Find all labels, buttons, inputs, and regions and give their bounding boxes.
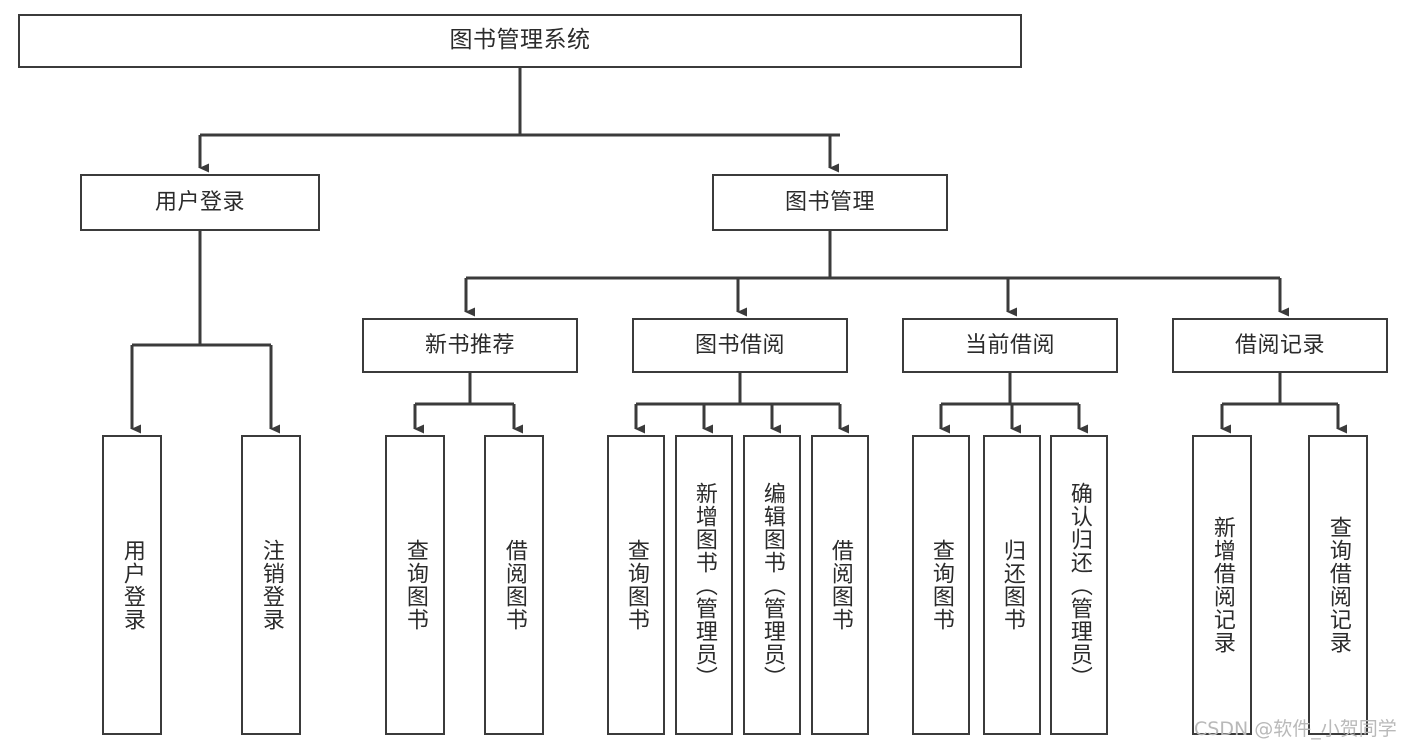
node-leaf-confirm-return-admin[interactable]: 确认归还（管理员） — [1050, 435, 1108, 735]
node-leaf-add-book-admin-label: 新增图书（管理员） — [691, 481, 717, 689]
node-leaf-borrow-book-2-label: 借阅图书 — [827, 539, 853, 631]
node-leaf-user-logout-label: 注销登录 — [258, 539, 284, 631]
node-leaf-confirm-return-admin-label: 确认归还（管理员） — [1066, 481, 1092, 689]
node-leaf-query-book-3-label: 查询图书 — [928, 539, 954, 631]
node-current-borrow[interactable]: 当前借阅 — [902, 318, 1118, 373]
node-leaf-borrow-book-1[interactable]: 借阅图书 — [484, 435, 544, 735]
node-current-borrow-label: 当前借阅 — [964, 332, 1055, 358]
node-leaf-query-book-2-label: 查询图书 — [623, 539, 649, 631]
node-book-borrow[interactable]: 图书借阅 — [632, 318, 848, 373]
node-user-login[interactable]: 用户登录 — [80, 174, 320, 231]
node-leaf-query-borrow-record-label: 查询借阅记录 — [1325, 516, 1351, 654]
node-new-book-recommend[interactable]: 新书推荐 — [362, 318, 578, 373]
node-leaf-borrow-book-1-label: 借阅图书 — [501, 539, 527, 631]
node-leaf-query-book-2[interactable]: 查询图书 — [607, 435, 665, 735]
node-leaf-user-login-label: 用户登录 — [119, 539, 145, 631]
node-leaf-query-book-3[interactable]: 查询图书 — [912, 435, 970, 735]
node-leaf-user-login[interactable]: 用户登录 — [102, 435, 162, 735]
node-new-book-recommend-label: 新书推荐 — [424, 332, 515, 358]
node-borrow-record-label: 借阅记录 — [1234, 332, 1325, 358]
node-leaf-add-borrow-record-label: 新增借阅记录 — [1209, 516, 1235, 654]
node-book-manage-label: 图书管理 — [784, 189, 875, 215]
node-leaf-add-borrow-record[interactable]: 新增借阅记录 — [1192, 435, 1252, 735]
node-leaf-edit-book-admin-label: 编辑图书（管理员） — [759, 481, 785, 689]
node-leaf-query-borrow-record[interactable]: 查询借阅记录 — [1308, 435, 1368, 735]
node-leaf-borrow-book-2[interactable]: 借阅图书 — [811, 435, 869, 735]
node-leaf-user-logout[interactable]: 注销登录 — [241, 435, 301, 735]
node-root-label: 图书管理系统 — [449, 27, 591, 54]
node-leaf-query-book-1[interactable]: 查询图书 — [385, 435, 445, 735]
node-book-borrow-label: 图书借阅 — [694, 332, 785, 358]
csdn-watermark: CSDN @软件_小贺同学 — [1194, 718, 1397, 740]
node-user-login-label: 用户登录 — [154, 189, 245, 215]
node-borrow-record[interactable]: 借阅记录 — [1172, 318, 1388, 373]
node-root[interactable]: 图书管理系统 — [18, 14, 1022, 68]
node-book-manage[interactable]: 图书管理 — [712, 174, 948, 231]
node-leaf-add-book-admin[interactable]: 新增图书（管理员） — [675, 435, 733, 735]
node-leaf-return-book[interactable]: 归还图书 — [983, 435, 1041, 735]
node-leaf-edit-book-admin[interactable]: 编辑图书（管理员） — [743, 435, 801, 735]
node-leaf-query-book-1-label: 查询图书 — [402, 539, 428, 631]
node-leaf-return-book-label: 归还图书 — [999, 539, 1025, 631]
